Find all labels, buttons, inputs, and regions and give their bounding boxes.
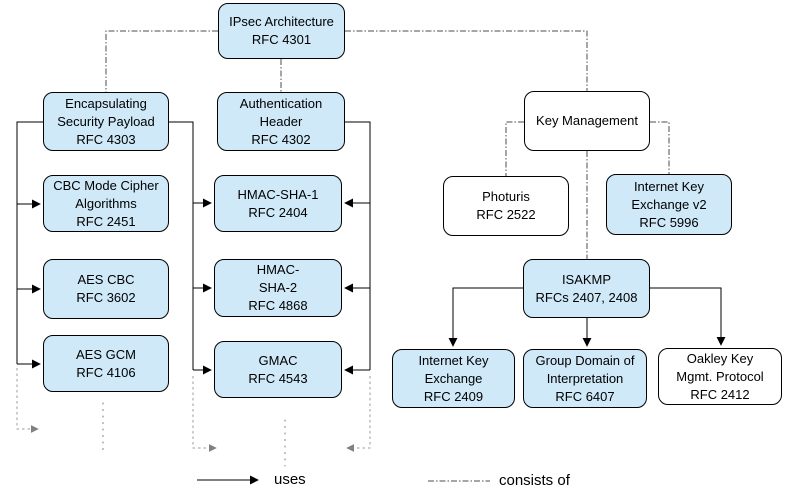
- node-label-line: Photuris: [482, 189, 530, 204]
- node-label-line: Oakley Key: [686, 350, 754, 366]
- node-label-line: AES GCM: [76, 346, 136, 362]
- node-gmac: GMAC RFC 4543: [214, 341, 342, 398]
- node-aes-gcm: AES GCM RFC 4106: [43, 335, 169, 392]
- node-label-line: CBC Mode Cipher: [53, 177, 159, 193]
- connector-keymgmt-to-photuris: [505, 121, 524, 176]
- node-label-line: RFC 4106: [76, 364, 136, 380]
- node-label-line: Encapsulating: [65, 95, 147, 111]
- legend-uses-label: uses: [274, 471, 306, 488]
- node-label-line: RFC 4302: [251, 131, 311, 147]
- node-label-line: ISAKMP: [561, 271, 612, 287]
- connector-ipsec-to-keymgmt: [345, 30, 588, 91]
- node-label-line: RFC 4543: [248, 370, 308, 386]
- arrow-isakmp-to-ike: [448, 287, 523, 347]
- node-label-line: RFC 2409: [423, 388, 484, 404]
- node-label-line: SHA-2: [258, 280, 298, 295]
- node-label-line: Exchange: [424, 370, 483, 386]
- node-label-line: AES CBC: [77, 272, 135, 287]
- node-label-line: RFC 3602: [76, 290, 136, 305]
- node-label-line: RFC 5996: [639, 214, 699, 230]
- node-label-line: RFC 2404: [248, 204, 308, 220]
- node-label-line: RFC 2522: [476, 207, 536, 222]
- continuation-arrow-left-column: [16, 368, 39, 433]
- node-label-line: Internet Key: [633, 178, 705, 194]
- node-label-line: HMAC-: [256, 262, 300, 277]
- arrow-isakmp-to-oakley: [650, 287, 726, 346]
- node-label-line: Exchange v2: [631, 196, 707, 212]
- legend-glyphs: [197, 475, 490, 485]
- node-label-line: Interpretation: [546, 370, 624, 386]
- node-isakmp: ISAKMP RFCs 2407, 2408: [523, 259, 650, 318]
- node-label-line: RFC 4301: [251, 32, 312, 47]
- uses-connectors: [16, 121, 726, 375]
- node-label-line: RFC 2412: [690, 386, 750, 402]
- node-label-line: RFC 2451: [76, 213, 136, 229]
- node-label-line: RFC 4303: [76, 131, 136, 147]
- node-label-line: Security Payload: [57, 113, 155, 129]
- node-label-line: Mgmt. Protocol: [676, 368, 764, 384]
- node-label-line: RFCs 2407, 2408: [535, 289, 638, 305]
- continuation-arrow-esp-trunk: [192, 376, 217, 452]
- node-label-line: GMAC: [258, 352, 298, 368]
- consists-of-connectors: [105, 30, 670, 259]
- node-label-line: Key Management: [536, 113, 638, 128]
- node-label-line: Authentication: [239, 95, 323, 111]
- connector-keymgmt-to-ikev2: [650, 121, 670, 174]
- continuation-arrow-ah-trunk: [346, 376, 371, 452]
- node-label-line: Group Domain of: [535, 352, 635, 368]
- node-aes-cbc: AES CBC RFC 3602: [43, 259, 169, 319]
- node-label-line: RFC 6407: [555, 388, 615, 404]
- node-label-line: IPsec Architecture: [229, 14, 334, 29]
- node-label-line: Header: [259, 113, 303, 129]
- node-label-line: Internet Key: [418, 352, 489, 368]
- node-label-line: HMAC-SHA-1: [237, 186, 319, 202]
- continuation-hints: [16, 368, 371, 467]
- legend-consists-of-label: consists of: [499, 472, 570, 489]
- esp-left-trunk: [16, 121, 43, 364]
- ah-right-trunk: [345, 121, 371, 370]
- node-label-line: Algorithms: [75, 195, 137, 211]
- connector-ipsec-to-esp: [105, 30, 218, 92]
- esp-right-trunk: [169, 121, 194, 370]
- node-key-management: Key Management: [524, 91, 650, 151]
- node-label-line: RFC 4868: [248, 298, 308, 313]
